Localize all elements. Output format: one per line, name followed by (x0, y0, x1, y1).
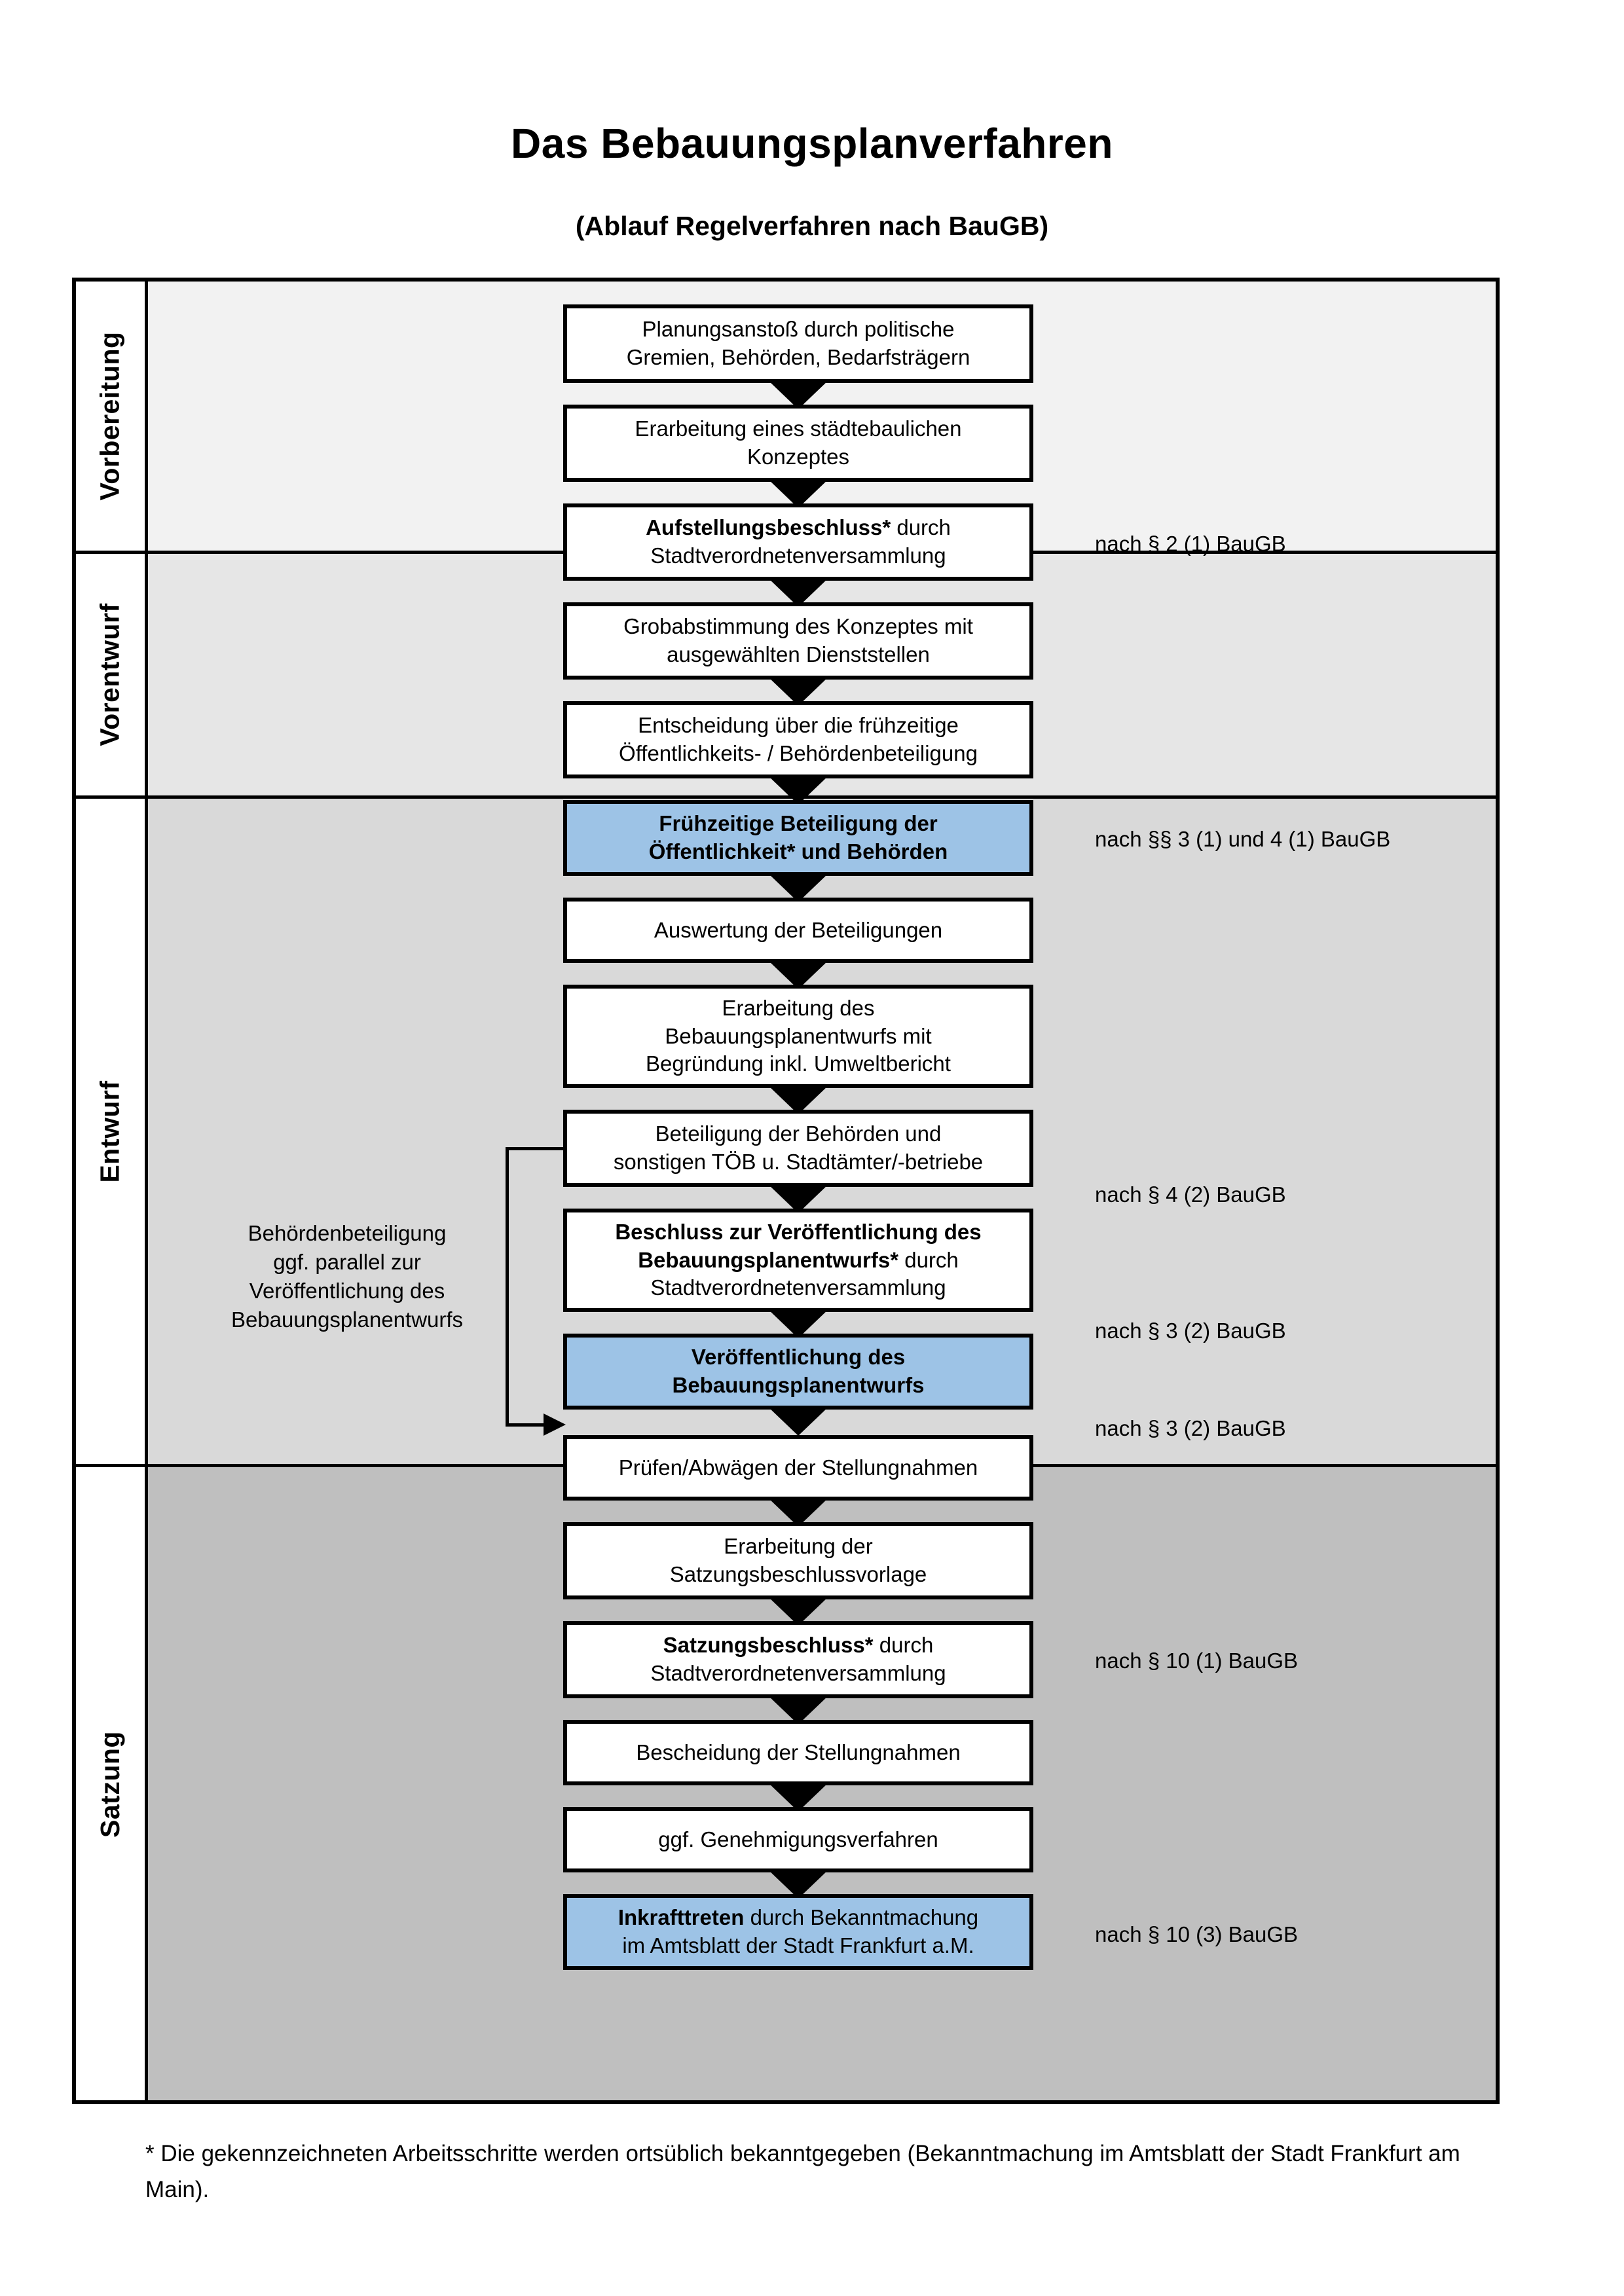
phase-label-entwurf: Entwurf (75, 799, 148, 1464)
flow-arrow-down-icon (768, 1696, 828, 1724)
box-line-2-rest: durch (898, 1247, 959, 1272)
box-line-2: Satzungsbeschlussvorlage (669, 1562, 927, 1586)
reference-aufstellungsbeschluss: nach § 2 (1) BauGB (1095, 532, 1286, 556)
box-line-1: Grobabstimmung des Konzeptes mit (623, 614, 973, 639)
flow-arrow-down-icon (768, 479, 828, 508)
reference-beschluss-veroeffentlichung: nach § 3 (2) BauGB (1095, 1319, 1286, 1343)
phase-label-satzung: Satzung (75, 1467, 148, 2101)
reference-behoerdenbeteiligung: nach § 4 (2) BauGB (1095, 1182, 1286, 1207)
side-note-behoerdenbeteiligung: Behördenbeteiligung ggf. parallel zur Ve… (196, 1219, 498, 1334)
reference-fruehzeitige-beteiligung: nach §§ 3 (1) und 4 (1) BauGB (1095, 827, 1391, 851)
box-line-1: Entscheidung über die frühzeitige (638, 713, 959, 738)
box-line-1: Auswertung der Beteiligungen (654, 917, 943, 942)
bypass-connector-top (506, 1147, 564, 1150)
box-line-1: Beteiligung der Behörden und (655, 1121, 942, 1146)
process-box-entscheidung-fruehzeitig[interactable]: Entscheidung über die frühzeitige Öffent… (563, 701, 1033, 778)
box-line-1: Erarbeitung eines städtebaulichen (635, 416, 962, 441)
diagram-frame (72, 278, 1500, 2104)
box-line-1: Planungsanstoß durch politische (642, 317, 955, 342)
flow-arrow-down-icon (768, 776, 828, 805)
reference-veroeffentlichung: nach § 3 (2) BauGB (1095, 1416, 1286, 1440)
flow-arrow-down-icon (768, 1085, 828, 1114)
box-line-1-rest: durch Bekanntmachung (744, 1905, 979, 1930)
box-line-1-bold: Veröffentlichung des (691, 1345, 906, 1370)
box-line-2: Stadtverordnetenversammlung (650, 1661, 946, 1685)
phase-label-vorentwurf: Vorentwurf (75, 554, 148, 795)
box-line-2-bold: Bebauungsplanentwurfs (672, 1373, 925, 1397)
flow-arrow-down-icon (768, 1870, 828, 1899)
box-line-2: Öffentlichkeits- / Behördenbeteiligung (619, 741, 978, 765)
flow-arrow-down-icon (768, 380, 828, 409)
box-line-2: Bebauungsplanentwurfs mit (665, 1023, 932, 1048)
flow-arrow-down-icon (768, 1184, 828, 1213)
box-line-1: Erarbeitung der (724, 1534, 873, 1559)
reference-inkrafttreten: nach § 10 (3) BauGB (1095, 1922, 1299, 1946)
process-box-beteiligung-behoerden-toeb[interactable]: Beteiligung der Behörden und sonstigen T… (563, 1110, 1033, 1187)
process-box-planungsanstoss[interactable]: Planungsanstoß durch politische Gremien,… (563, 304, 1033, 383)
process-box-pruefen-abwaegen[interactable]: Prüfen/Abwägen der Stellungnahmen (563, 1435, 1033, 1501)
flow-arrow-down-icon (768, 677, 828, 706)
flow-arrow-down-icon (768, 1309, 828, 1338)
box-line-1-bold: Inkrafttreten (618, 1905, 745, 1930)
flow-arrow-down-icon (768, 1407, 828, 1436)
box-line-1-bold: Aufstellungsbeschluss* (646, 515, 891, 540)
process-box-grobabstimmung[interactable]: Grobabstimmung des Konzeptes mit ausgewä… (563, 602, 1033, 680)
flow-arrow-down-icon (768, 578, 828, 607)
flow-arrow-down-icon (768, 1783, 828, 1812)
box-line-2: Konzeptes (747, 445, 849, 469)
box-line-3: Stadtverordnetenversammlung (650, 1275, 946, 1300)
process-box-inkrafttreten[interactable]: Inkrafttreten durch Bekanntmachung im Am… (563, 1894, 1033, 1970)
box-line-1-bold: Beschluss zur Veröffentlichung des (615, 1219, 982, 1244)
box-line-1: ggf. Genehmigungsverfahren (658, 1827, 938, 1851)
box-line-1-rest: durch (891, 515, 951, 540)
box-line-2: Stadtverordnetenversammlung (650, 543, 946, 568)
process-box-aufstellungsbeschluss[interactable]: Aufstellungsbeschluss* durch Stadtverord… (563, 503, 1033, 581)
footnote: * Die gekennzeichneten Arbeitsschritte w… (145, 2141, 1460, 2203)
box-line-1: Prüfen/Abwägen der Stellungnahmen (618, 1455, 978, 1480)
flow-arrow-down-icon (768, 960, 828, 989)
box-line-2: im Amtsblatt der Stadt Frankfurt a.M. (622, 1933, 974, 1958)
box-line-1: Erarbeitung des (722, 995, 875, 1020)
box-line-3: Begründung inkl. Umweltbericht (646, 1051, 951, 1076)
box-line-1-bold: Satzungsbeschluss* (663, 1633, 874, 1658)
bypass-connector-vertical (506, 1147, 509, 1425)
reference-satzungsbeschluss: nach § 10 (1) BauGB (1095, 1649, 1299, 1673)
box-line-2-bold: Öffentlichkeit* und Behörden (648, 839, 948, 864)
box-line-1-rest: durch (873, 1633, 934, 1658)
box-line-1: Bescheidung der Stellungnahmen (636, 1740, 961, 1764)
process-box-erarbeitung-satzungsvorlage[interactable]: Erarbeitung der Satzungsbeschlussvorlage (563, 1522, 1033, 1599)
bypass-arrowhead-icon (544, 1413, 566, 1436)
box-line-2-bold: Bebauungsplanentwurfs* (638, 1247, 899, 1272)
side-note-line-2: ggf. parallel zur (273, 1249, 421, 1274)
page-title: Das Bebauungsplanverfahren (511, 120, 1113, 167)
bypass-connector-bottom (506, 1423, 546, 1427)
process-box-erarbeitung-bplan-entwurf[interactable]: Erarbeitung des Bebauungsplanentwurfs mi… (563, 985, 1033, 1088)
flow-arrow-down-icon (768, 1597, 828, 1626)
process-box-veroeffentlichung-bplan-entwurf[interactable]: Veröffentlichung des Bebauungsplanentwur… (563, 1334, 1033, 1410)
box-line-2: ausgewählten Dienststellen (667, 642, 930, 666)
process-box-satzungsbeschluss[interactable]: Satzungsbeschluss* durch Stadtverordnete… (563, 1621, 1033, 1698)
flow-arrow-down-icon (768, 873, 828, 902)
flow-arrow-down-icon (768, 1498, 828, 1527)
page-subtitle: (Ablauf Regelverfahren nach BauGB) (575, 211, 1049, 241)
phase-label-vorbereitung: Vorbereitung (75, 281, 148, 551)
side-note-line-1: Behördenbeteiligung (248, 1221, 447, 1245)
box-line-2: Gremien, Behörden, Bedarfsträgern (626, 345, 970, 369)
box-line-2: sonstigen TÖB u. Stadtämter/-betriebe (613, 1150, 984, 1174)
side-note-line-4: Bebauungsplanentwurfs (231, 1307, 464, 1332)
side-note-line-3: Veröffentlichung des (249, 1278, 445, 1303)
box-line-1-bold: Frühzeitige Beteiligung der (659, 811, 938, 836)
